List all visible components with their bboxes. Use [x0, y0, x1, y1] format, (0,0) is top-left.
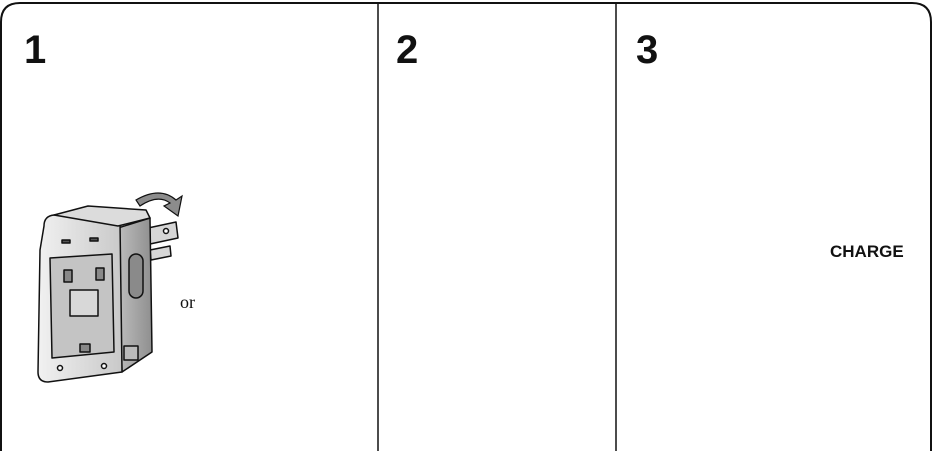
rotate-arrow-icon: [135, 192, 183, 218]
step-number-2: 2: [396, 28, 419, 72]
step-number-1: 1: [24, 28, 47, 72]
step-number-3: 3: [636, 28, 659, 72]
charger-icon: [37, 205, 179, 383]
plug-prong-icon: [147, 221, 179, 245]
charge-label: CHARGE: [830, 242, 904, 261]
or-label: or: [180, 292, 195, 312]
